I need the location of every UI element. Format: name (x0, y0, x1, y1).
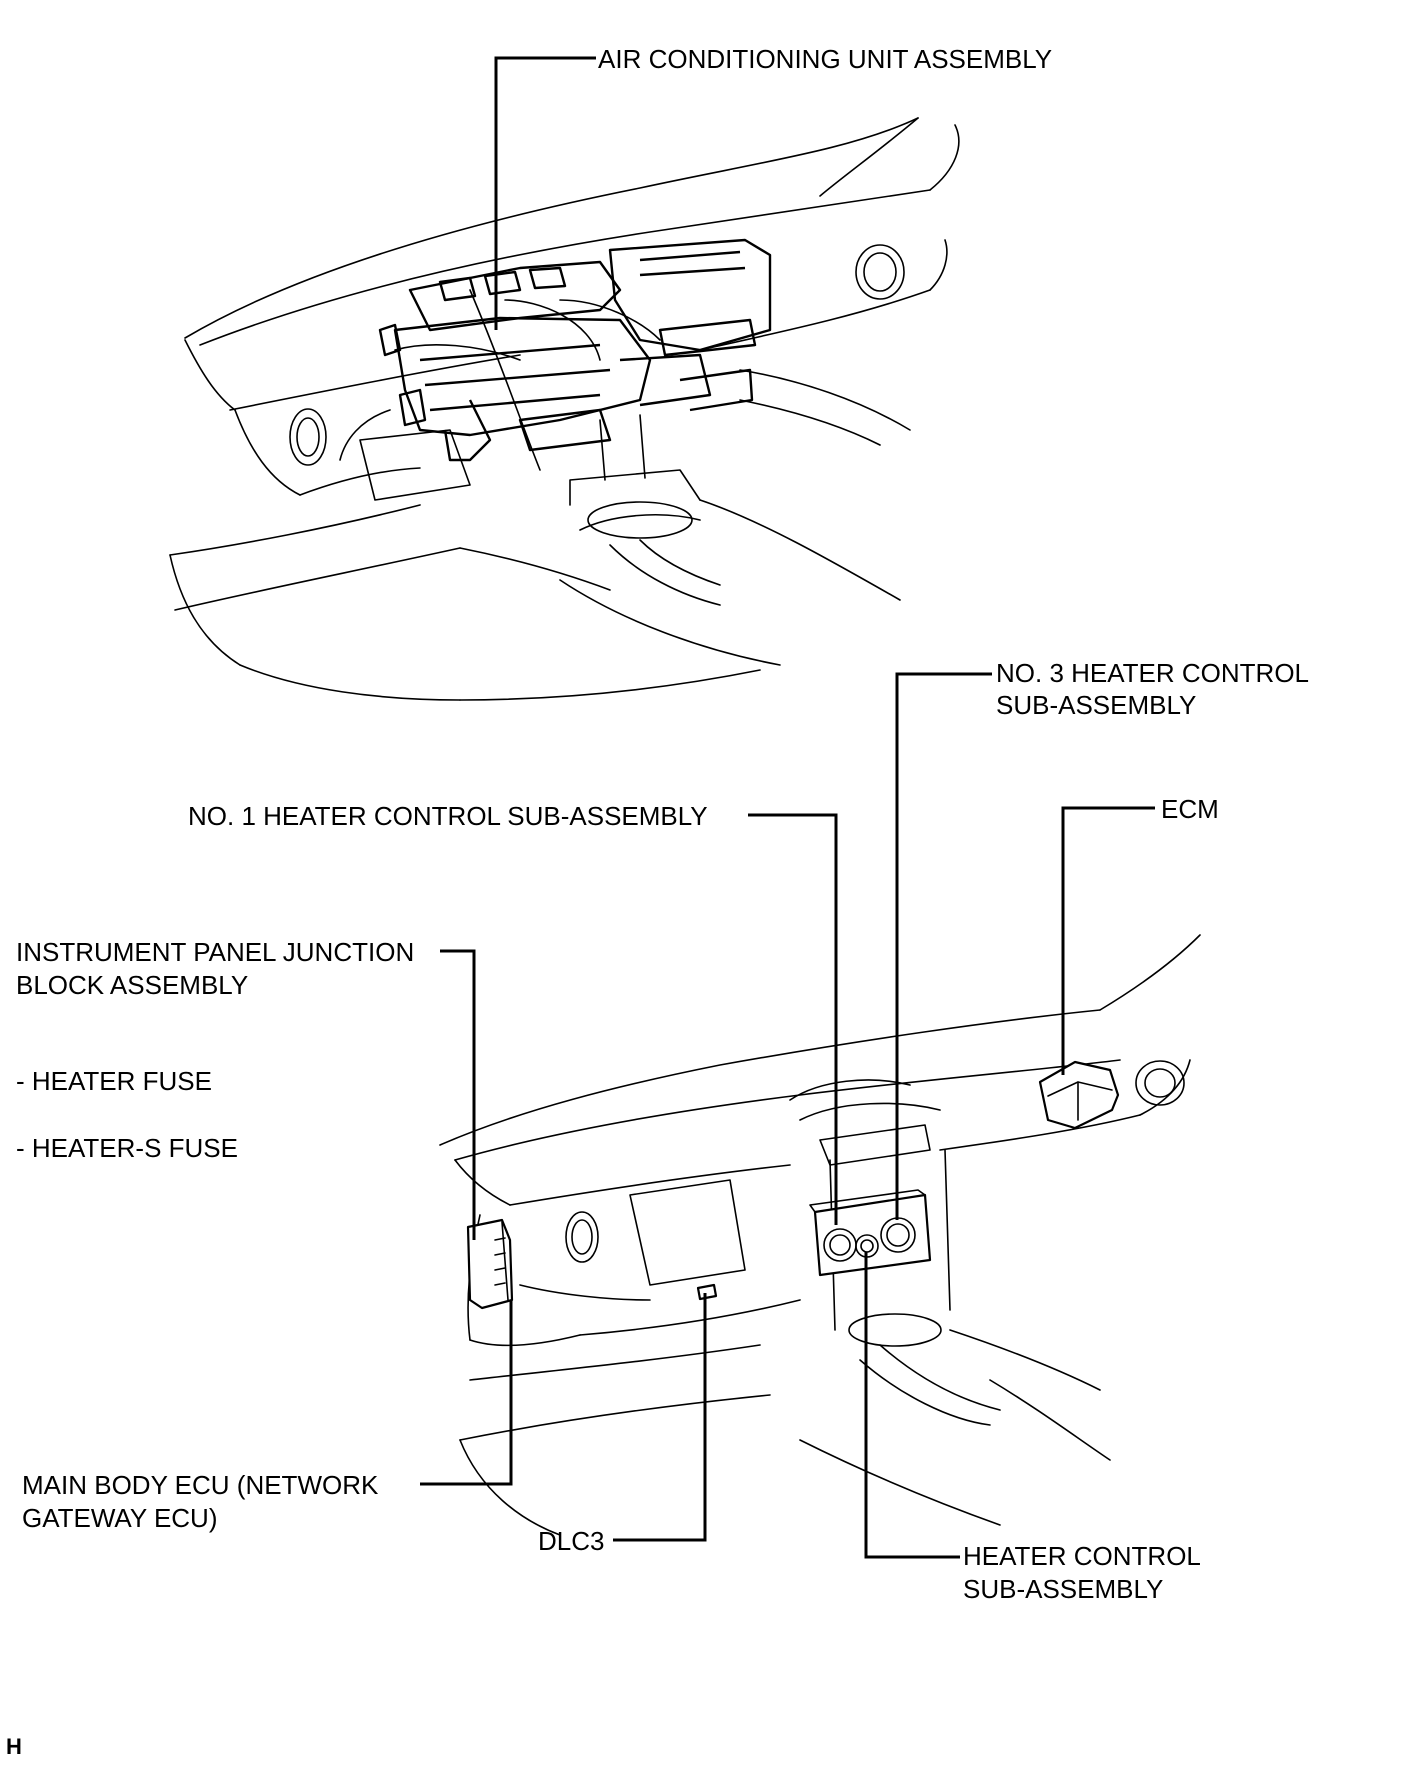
label-no1-heater-control: NO. 1 HEATER CONTROL SUB-ASSEMBLY (188, 801, 708, 831)
label-dlc3: DLC3 (538, 1526, 604, 1556)
bottom-dashboard-illustration (439, 934, 1201, 1536)
label-junction-block-line1: INSTRUMENT PANEL JUNCTION (16, 937, 414, 967)
air-conditioning-unit-drawing (378, 238, 772, 471)
corner-mark: H (6, 1734, 22, 1759)
label-no3-heater-control-line2: SUB-ASSEMBLY (996, 690, 1196, 720)
label-heater-fuse: - HEATER FUSE (16, 1066, 212, 1096)
label-heater-s-fuse: - HEATER-S FUSE (16, 1133, 238, 1163)
label-air-conditioning-unit: AIR CONDITIONING UNIT ASSEMBLY (598, 44, 1052, 74)
leader-lines (420, 56, 1155, 1559)
label-main-body-ecu-line2: GATEWAY ECU) (22, 1503, 218, 1533)
label-no3-heater-control-line1: NO. 3 HEATER CONTROL (996, 658, 1309, 688)
top-dashboard-illustration (169, 117, 960, 701)
heater-control-panel-part (809, 1189, 932, 1277)
label-ecm: ECM (1161, 794, 1219, 824)
label-heater-control-line1: HEATER CONTROL (963, 1541, 1201, 1571)
dlc3-part (696, 1283, 718, 1301)
ecm-part (1038, 1060, 1120, 1130)
label-heater-control-line2: SUB-ASSEMBLY (963, 1574, 1163, 1604)
label-main-body-ecu-line1: MAIN BODY ECU (NETWORK (22, 1470, 379, 1500)
label-junction-block-line2: BLOCK ASSEMBLY (16, 970, 248, 1000)
